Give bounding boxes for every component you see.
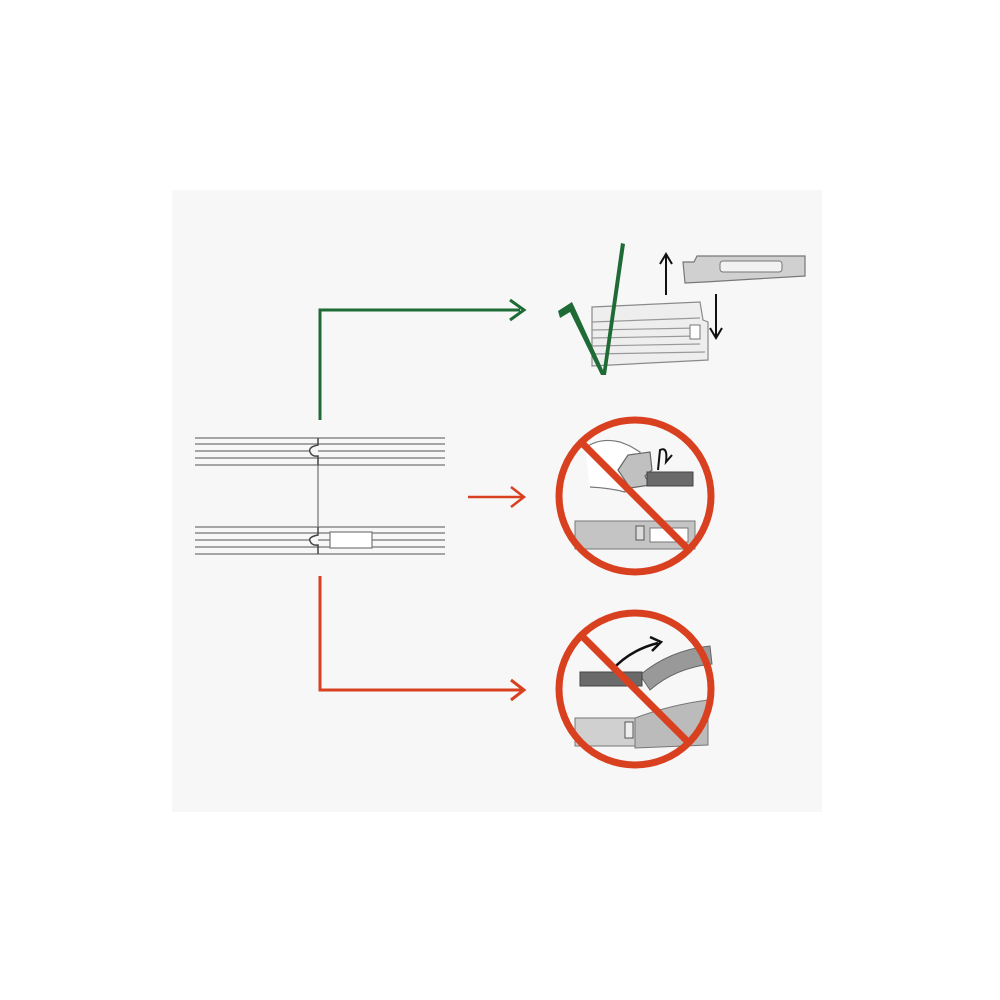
tongue-groove-joint-bottom [308, 527, 319, 554]
correct-illustration [558, 243, 806, 375]
tongue-groove-joint-top [308, 438, 319, 465]
plank-bottom [195, 526, 445, 555]
prohibited-icon [555, 609, 715, 769]
arrow-right-icon [510, 678, 527, 702]
prohibited-icon [555, 416, 715, 576]
bent-plank [639, 645, 713, 691]
plank-joint-notch [689, 324, 701, 340]
dark-plank [646, 471, 694, 487]
tapping-block [329, 531, 373, 549]
arrow-right-icon [510, 486, 527, 508]
curved-arrow-icon [657, 448, 673, 471]
plank-angled [591, 301, 709, 367]
tool-slot [719, 260, 783, 273]
curved-arrow-icon [611, 641, 659, 671]
plank-top [195, 437, 445, 466]
arrow-wrong-bottom-path [318, 576, 522, 692]
arrow-correct-path [318, 308, 520, 420]
arrow-right-icon [509, 298, 527, 322]
wrong-illustration-hammer [574, 439, 696, 550]
check-mark-icon [558, 243, 625, 375]
